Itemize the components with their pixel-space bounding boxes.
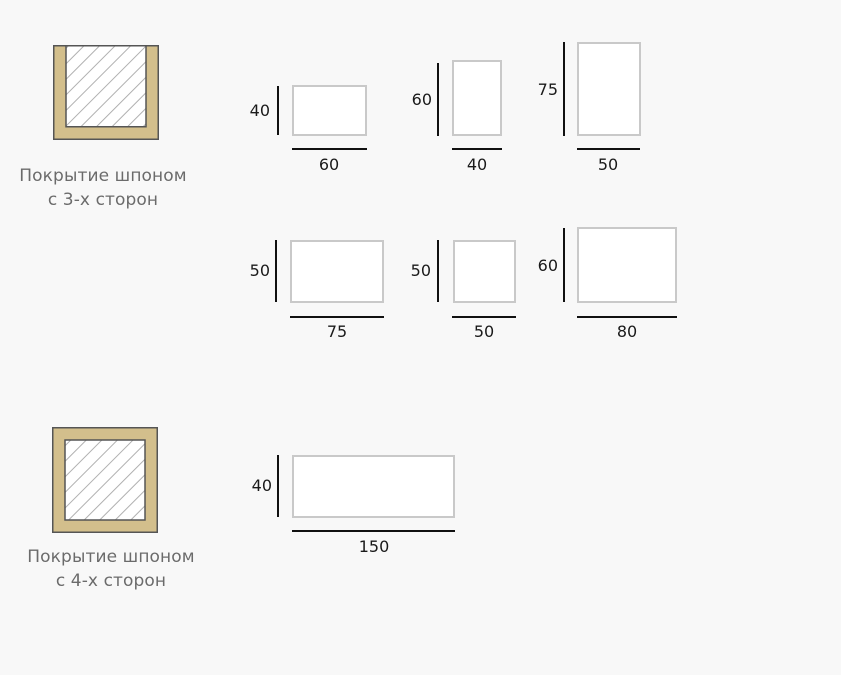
size-4-width: 75: [326, 322, 348, 341]
size-7-width: 150: [358, 537, 390, 556]
height-marker: [277, 86, 279, 135]
height-marker: [437, 63, 439, 136]
height-marker: [437, 240, 439, 302]
veneer-four-sides-caption: Покрытие шпоном с 4-х сторон: [14, 545, 208, 593]
width-marker: [577, 148, 640, 150]
height-marker: [563, 42, 565, 136]
caption-line-2: с 3-х сторон: [47, 190, 159, 210]
width-marker: [452, 148, 502, 150]
size-7-height: 40: [251, 476, 272, 495]
size-1-height: 40: [249, 101, 270, 120]
panel-size-1: [292, 85, 367, 136]
panel-size-6: [577, 227, 677, 303]
panel-size-3: [577, 42, 641, 136]
height-marker: [563, 228, 565, 302]
panel-size-7: [292, 455, 455, 518]
veneer-three-sides-icon: [53, 45, 159, 140]
size-3-width: 50: [597, 155, 619, 174]
size-6-height: 60: [537, 256, 558, 275]
size-1-width: 60: [318, 155, 340, 174]
size-3-height: 75: [537, 80, 558, 99]
panel-size-5: [453, 240, 516, 303]
width-marker: [452, 316, 516, 318]
width-marker: [290, 316, 384, 318]
width-marker: [292, 148, 367, 150]
panel-size-4: [290, 240, 384, 303]
size-4-height: 50: [249, 261, 270, 280]
height-marker: [275, 240, 277, 302]
veneer-four-sides-icon: [52, 427, 159, 533]
height-marker: [277, 455, 279, 517]
size-6-width: 80: [616, 322, 638, 341]
width-marker: [577, 316, 677, 318]
width-marker: [292, 530, 455, 532]
size-2-width: 40: [466, 155, 488, 174]
size-5-width: 50: [473, 322, 495, 341]
veneer-three-sides-caption: Покрытие шпоном с 3-х сторон: [6, 164, 200, 212]
panel-size-2: [452, 60, 502, 136]
caption-line-2: с 4-х сторон: [55, 571, 167, 591]
size-2-height: 60: [411, 90, 432, 109]
caption-line-1: Покрытие шпоном: [27, 547, 195, 567]
caption-line-1: Покрытие шпоном: [19, 166, 187, 186]
size-5-height: 50: [410, 261, 431, 280]
